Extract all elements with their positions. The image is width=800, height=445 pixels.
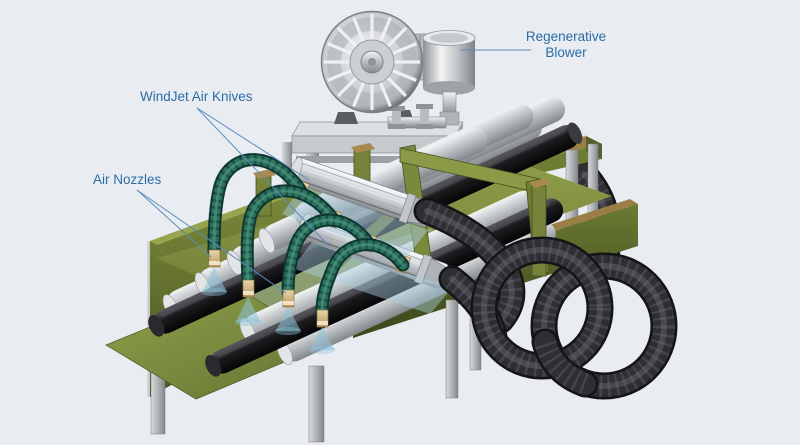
leader-line-knife-lower <box>196 107 331 248</box>
nozzle-tip <box>309 309 335 354</box>
label-regenerative-blower-line2: Blower <box>545 45 587 60</box>
label-air-nozzles: Air Nozzles <box>93 172 162 187</box>
nozzle-tip <box>275 289 301 335</box>
nozzle-tip <box>235 279 261 326</box>
callouts: Regenerative Blower WindJet Air Knives A… <box>93 29 606 294</box>
blower-muffler <box>422 30 476 95</box>
label-windjet-air-knives: WindJet Air Knives <box>140 89 253 104</box>
leader-line-nozzle-b <box>136 189 287 294</box>
blower-fan-wheel <box>320 10 424 114</box>
nozzle-tips-and-sprays <box>201 249 335 354</box>
regenerative-blower <box>320 10 476 129</box>
nozzle-tip <box>201 249 227 296</box>
leader-line-nozzle-a <box>136 189 212 258</box>
blower-piping <box>387 91 460 129</box>
label-regenerative-blower-line1: Regenerative <box>526 29 606 44</box>
leader-line-knife-upper <box>196 107 310 181</box>
frame-leg-front-right <box>308 365 325 443</box>
air-nozzle-hoses <box>214 160 411 312</box>
air-knife-upper <box>289 156 434 228</box>
frame-leg-right-a <box>445 299 459 399</box>
